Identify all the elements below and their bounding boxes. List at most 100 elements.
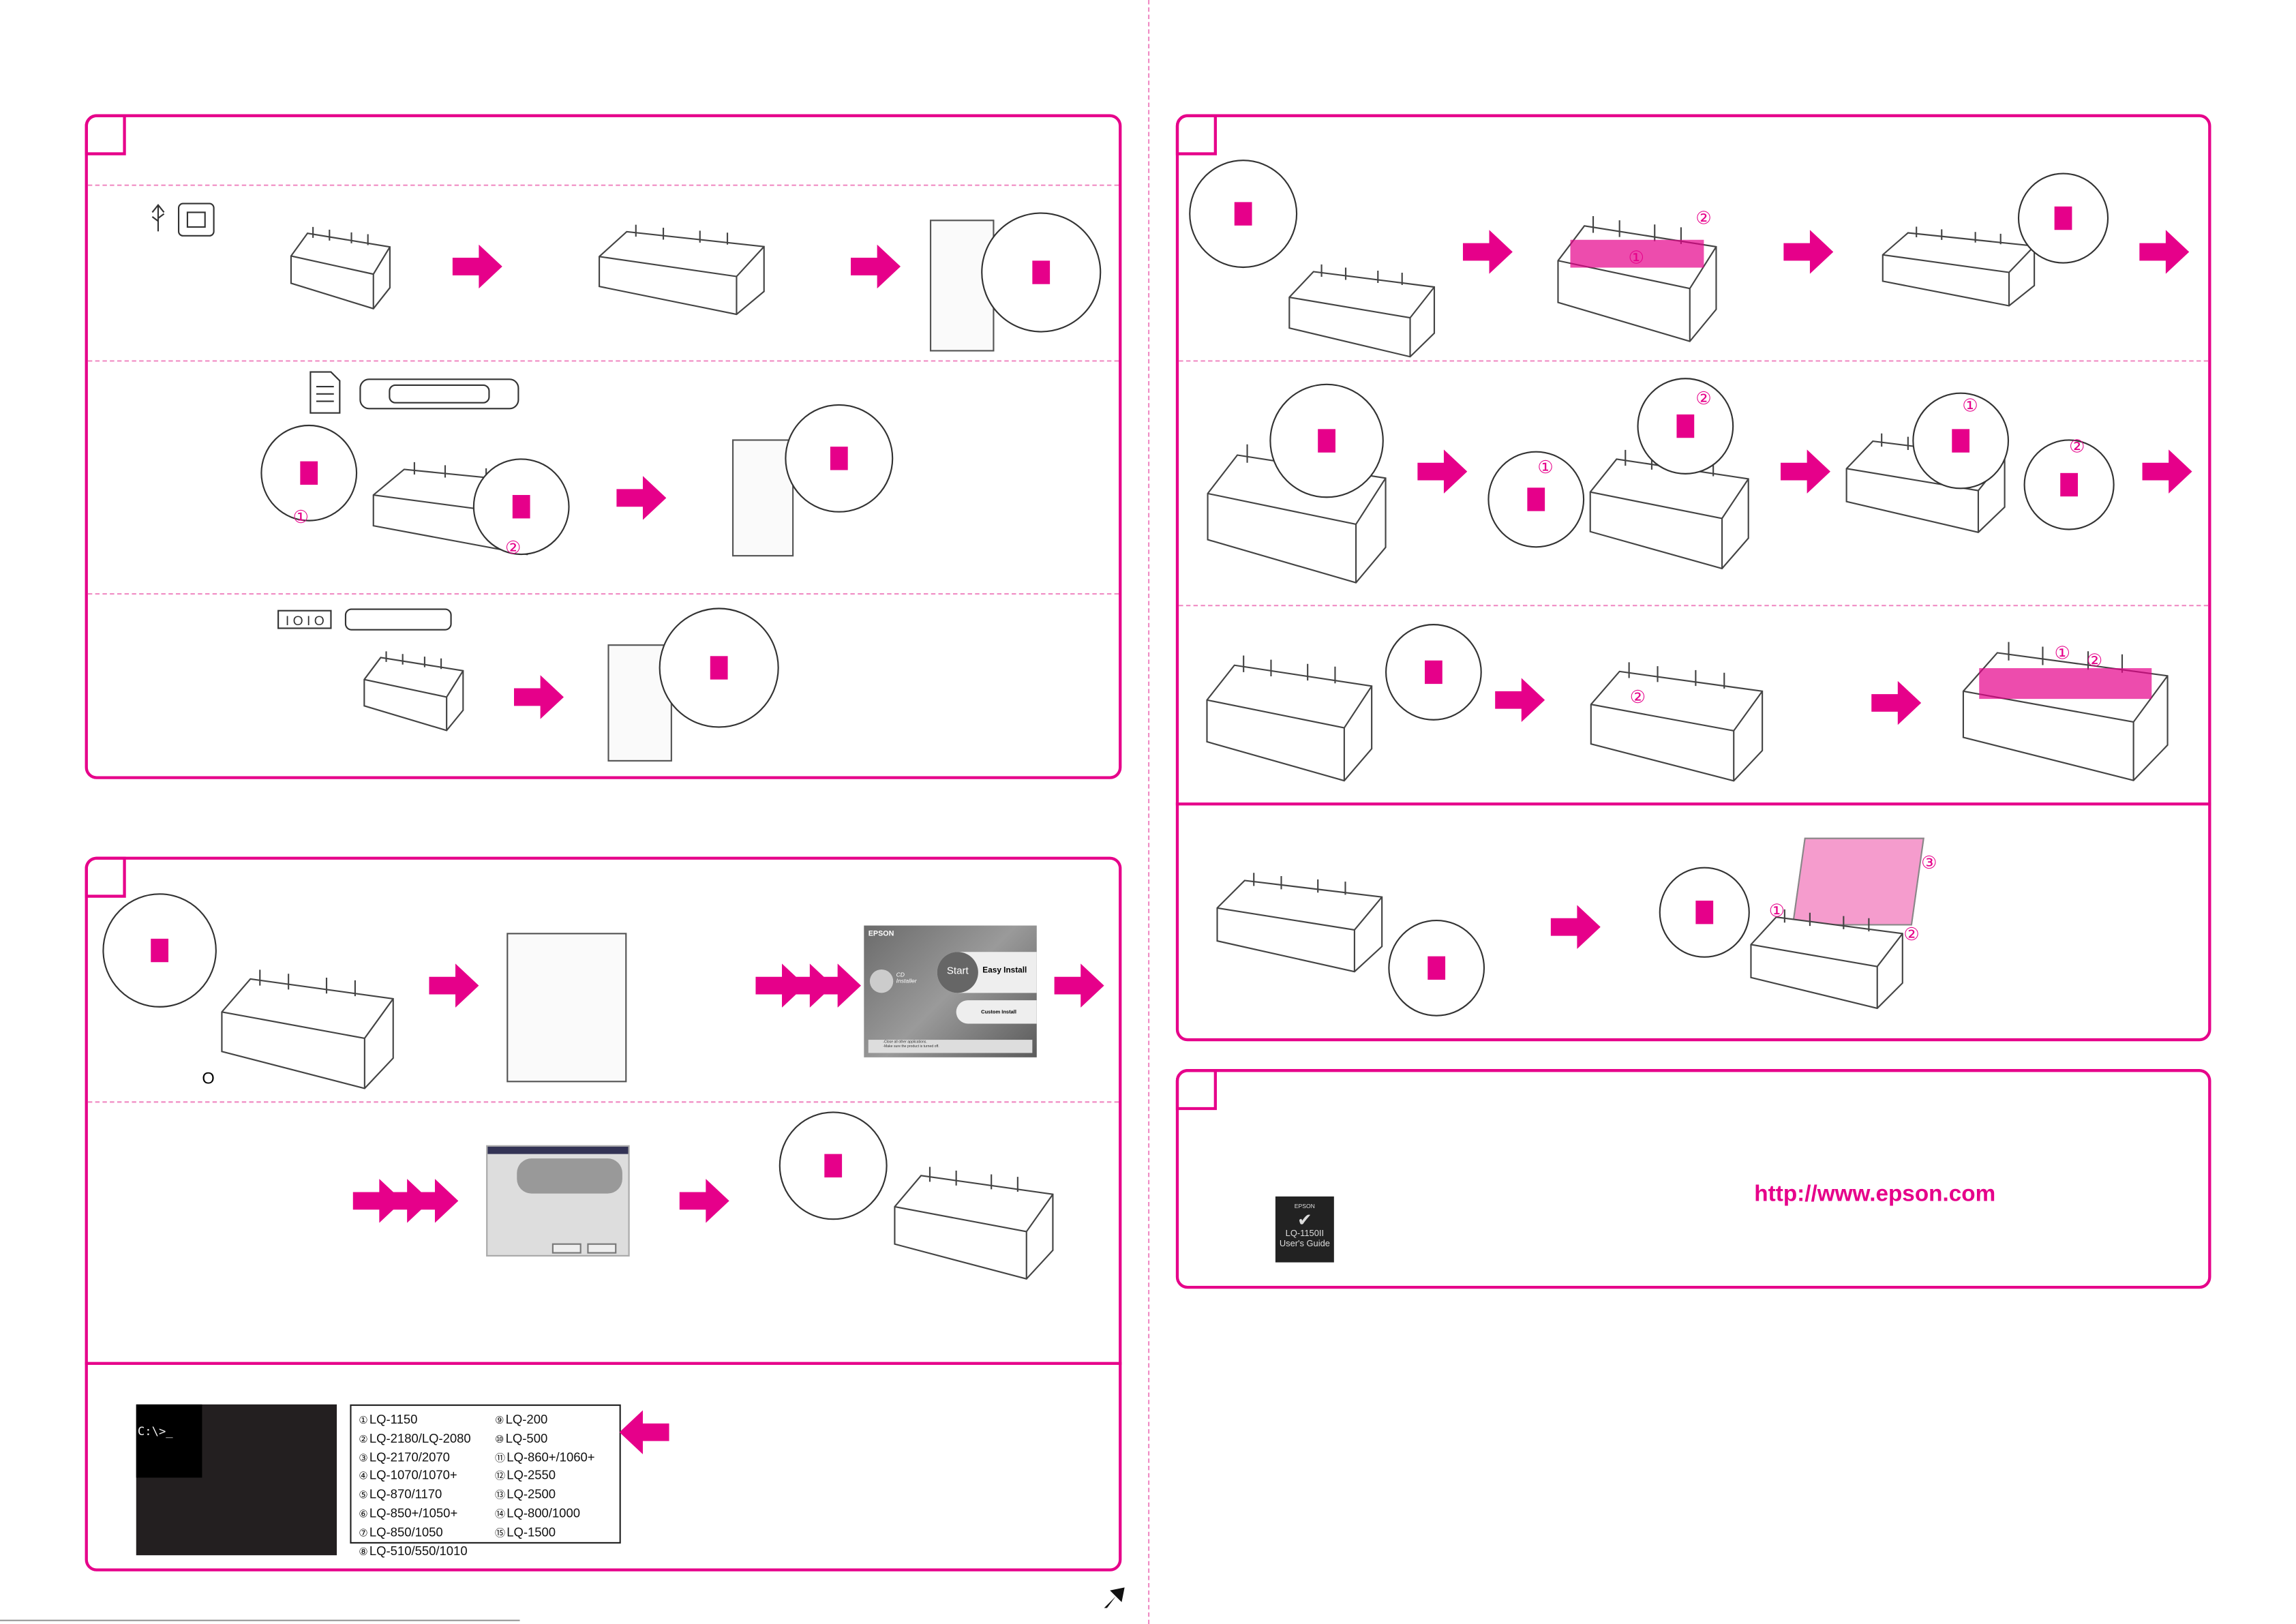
- dialog-cancel-button[interactable]: [587, 1243, 617, 1254]
- usb-port-icon: [151, 202, 215, 237]
- model-name: LQ-200: [505, 1411, 548, 1427]
- model-number: ⑨: [495, 1416, 504, 1427]
- turn-over-arrow-icon: [1104, 1587, 1125, 1608]
- detail-callout: [472, 458, 570, 556]
- arrow-right-icon: [1780, 449, 1830, 494]
- arrow-right-icon: [783, 963, 834, 1008]
- book-icon: ✔: [1297, 1209, 1312, 1231]
- model-name: LQ-500: [505, 1430, 548, 1445]
- cd-icon: [869, 969, 894, 993]
- custom-install-button[interactable]: [956, 1000, 1037, 1024]
- model-number: ③: [359, 1454, 368, 1464]
- printer-illustration: [1750, 909, 1903, 1010]
- detail-callout: [785, 404, 894, 513]
- serial-port-icon: I O I O: [277, 608, 452, 631]
- printer-illustration: [1589, 449, 1749, 570]
- dos-prompt-screenshot: C:\>_: [136, 1404, 337, 1556]
- divider: [1179, 360, 2209, 362]
- printer-illustration: [290, 226, 391, 310]
- model-number: ⑭: [495, 1509, 506, 1520]
- model-number: ⑦: [359, 1529, 368, 1539]
- step-marker: ②: [2069, 436, 2085, 457]
- step-marker: ②: [1903, 924, 1920, 945]
- step-marker: ③: [1921, 852, 1937, 873]
- model-number: ①: [359, 1416, 368, 1427]
- section-divider: [85, 1362, 1122, 1365]
- detail-callout: [779, 1111, 888, 1220]
- model-name: LQ-2550: [507, 1468, 556, 1483]
- model-number: ⑩: [495, 1434, 504, 1445]
- model-number: ⑥: [359, 1509, 368, 1520]
- fold-line: [1148, 0, 1150, 1624]
- panel-connect-cable: [85, 114, 1122, 779]
- parallel-port-icon: [309, 371, 519, 414]
- model-name: LQ-1070/1070+: [369, 1468, 457, 1483]
- start-button[interactable]: Start: [937, 952, 978, 993]
- divider: [87, 1101, 1119, 1103]
- arrow-right-icon: [408, 1179, 459, 1223]
- step-marker: ②: [2086, 650, 2103, 671]
- arrow-right-icon: [755, 963, 806, 1008]
- arrow-right-icon: [850, 244, 901, 289]
- detail-callout: [102, 893, 217, 1008]
- highlighted-part: [1676, 414, 1695, 438]
- printer-illustration: [1557, 216, 1717, 342]
- detail-callout: [2023, 439, 2115, 530]
- power-off-symbol: O: [202, 1070, 215, 1088]
- install-notes: -Close all other applications.-Make sure…: [868, 1040, 1033, 1053]
- detail-callout: [1637, 378, 1734, 475]
- highlighted-part: [830, 447, 848, 470]
- arrow-right-icon: [513, 675, 564, 719]
- section-divider: [1175, 802, 2211, 806]
- printer-illustration: [221, 969, 394, 1089]
- step-marker: ①: [1628, 247, 1644, 269]
- arrow-right-icon: [1054, 963, 1104, 1008]
- highlighted-part: [1527, 487, 1545, 511]
- model-number: ⑮: [495, 1529, 506, 1539]
- epson-website-link[interactable]: http://www.epson.com: [1754, 1182, 1996, 1207]
- step-marker: ②: [505, 537, 522, 558]
- model-name: LQ-1500: [507, 1524, 556, 1539]
- arrow-right-icon: [679, 1179, 729, 1223]
- divider: [87, 360, 1119, 362]
- arrow-right-icon: [429, 963, 479, 1008]
- highlighted-part: [2054, 206, 2072, 230]
- model-number: ⑬: [495, 1491, 506, 1502]
- step-marker: ②: [1629, 687, 1646, 708]
- step-number-box: [1175, 1069, 1217, 1111]
- step-number-box: [85, 856, 126, 898]
- arrow-right-icon: [1871, 680, 1922, 725]
- arrow-right-icon: [2139, 230, 2190, 274]
- detail-callout: [1912, 392, 2010, 490]
- step-marker: ①: [1537, 457, 1554, 478]
- step-number-box: [1175, 114, 1217, 155]
- guide-model: LQ-1150II: [1285, 1230, 1325, 1239]
- highlighted-part: [1428, 956, 1446, 980]
- highlighted-part: [1952, 429, 1970, 453]
- computer-tower: [732, 439, 794, 557]
- highlighted-part: [1425, 660, 1442, 685]
- users-guide-icon[interactable]: EPSON ✔ LQ-1150II User's Guide: [1275, 1196, 1334, 1263]
- model-name: LQ-510/550/1010: [369, 1543, 468, 1558]
- arrow-right-icon: [352, 1179, 403, 1223]
- step-marker: ①: [1768, 901, 1785, 922]
- bottom-rule: [0, 1619, 520, 1621]
- detail-callout: [260, 424, 358, 522]
- model-number: ⑪: [495, 1454, 506, 1464]
- highlighted-part: [1032, 260, 1051, 284]
- model-number: ⑧: [359, 1547, 368, 1558]
- install-dialog-screenshot: [486, 1145, 630, 1257]
- dialog-button[interactable]: [552, 1243, 581, 1254]
